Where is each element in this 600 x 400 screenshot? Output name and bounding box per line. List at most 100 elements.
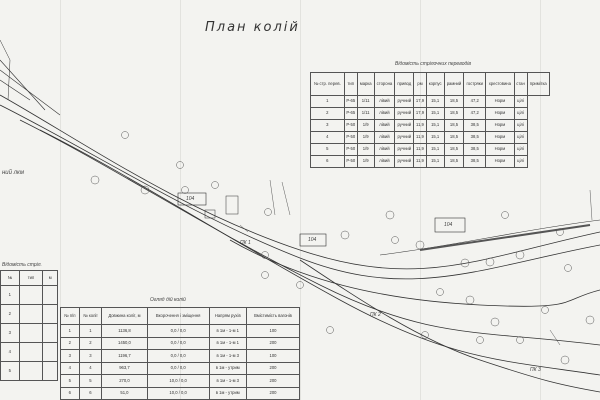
table-cell: 5 — [310, 143, 345, 156]
table-cell: 4 — [78, 361, 103, 375]
table-cell — [18, 323, 44, 343]
table-cell: Норм — [485, 143, 515, 156]
switch-table-caption: Відомість стрілочних переводів — [395, 61, 471, 67]
building-label: 104 — [444, 222, 453, 228]
table-cell: цілі — [513, 107, 528, 120]
table-cell: 1 — [0, 285, 20, 305]
table-row: 2 — [0, 304, 58, 324]
table-cell: 6 — [310, 155, 345, 168]
table-cell: 1/9 — [356, 143, 375, 156]
table-cell — [42, 342, 58, 362]
table-row: 1 — [0, 285, 58, 305]
building — [225, 195, 239, 215]
leader-line — [549, 329, 561, 346]
table-cell: 100 — [245, 324, 301, 338]
column-header: хрестовина — [485, 72, 515, 96]
table-cell: Норм — [485, 95, 515, 108]
page-title: План колій — [205, 20, 300, 35]
track-line — [19, 119, 600, 346]
table-cell: 0,0 / 0,0 — [146, 336, 210, 350]
table-cell: 2 — [60, 336, 80, 350]
building — [434, 217, 466, 233]
table-cell: 38,5 — [463, 155, 487, 168]
table-cell: 1/9 — [356, 119, 375, 132]
table-cell: 3 — [0, 323, 20, 343]
column-header: марка — [356, 72, 375, 96]
column-header: № п/п — [60, 307, 80, 325]
table-cell — [42, 323, 58, 343]
table-cell: 1136,8 — [101, 324, 148, 338]
table-cell — [18, 342, 44, 362]
track-line — [0, 79, 31, 101]
table-cell: Норм — [485, 131, 515, 144]
left-note: ний лкм — [2, 170, 24, 176]
track-line — [0, 39, 11, 101]
table-cell: 200 — [245, 361, 301, 375]
table-cell: 15,1 — [425, 95, 445, 108]
table-cell: ручний — [394, 143, 415, 156]
table-cell: 11,9 — [413, 119, 427, 132]
table-cell: в 1м - утрим — [208, 361, 247, 375]
column-header: № колії — [78, 307, 103, 325]
table-cell — [18, 304, 44, 324]
table-cell: 18,5 — [443, 155, 465, 168]
table-cell: 1/11 — [356, 95, 375, 108]
table-cell: 6 — [60, 386, 80, 400]
building — [299, 233, 327, 247]
table-cell: 270,0 — [101, 374, 148, 388]
table-cell: 4 — [0, 342, 20, 362]
table-cell: лівий — [373, 143, 396, 156]
table-cell: цілі — [513, 143, 528, 156]
table-cell: в 1м - 1-м 1 — [208, 336, 247, 350]
leader-line — [269, 179, 276, 216]
column-header: Довжина колії, м — [101, 307, 148, 325]
column-header: корпус — [425, 72, 445, 96]
table-cell: 18,5 — [443, 143, 465, 156]
table-cell: 11,9 — [413, 143, 427, 156]
table-cell: ручний — [394, 95, 415, 108]
table-cell: P-50 — [343, 143, 358, 156]
track-line — [0, 104, 600, 280]
table-cell: 0,0 / 0,0 — [146, 324, 210, 338]
table-cell: 1 — [60, 324, 80, 338]
table-row: 4 — [0, 342, 58, 362]
table-cell: 1 — [310, 95, 345, 108]
table-cell — [42, 304, 58, 324]
track-line — [299, 259, 600, 393]
track-line — [0, 69, 61, 116]
column-header: тип — [18, 270, 44, 286]
fold-line — [420, 0, 421, 400]
table-cell: 3 — [78, 349, 103, 363]
track-line — [0, 94, 600, 270]
column-header: тип — [343, 72, 358, 96]
table-cell: лівий — [373, 107, 396, 120]
table-cell: 15,1 — [425, 155, 445, 168]
table-cell: 15,1 — [425, 119, 445, 132]
table-cell: 2 — [0, 304, 20, 324]
fold-line — [180, 0, 181, 400]
table-cell: в 1м - 1-м 3 — [208, 349, 247, 363]
table-cell: 38,5 — [463, 131, 487, 144]
table-cell: ручний — [394, 155, 415, 168]
table-cell: Норм — [485, 107, 515, 120]
table-cell: лівий — [373, 131, 396, 144]
table-row: 3 — [0, 323, 58, 343]
table-cell: 200 — [245, 386, 301, 400]
track-line — [0, 59, 46, 111]
table-cell: 11,9 — [413, 131, 427, 144]
column-header: примітка — [526, 72, 551, 96]
table-cell: 1 — [78, 324, 103, 338]
switch-label: ПК 1 — [240, 240, 251, 246]
fold-line — [60, 0, 61, 400]
table-cell: цілі — [513, 95, 528, 108]
table-cell: ручний — [394, 107, 415, 120]
building-label: 104 — [186, 196, 195, 202]
building — [177, 192, 207, 206]
